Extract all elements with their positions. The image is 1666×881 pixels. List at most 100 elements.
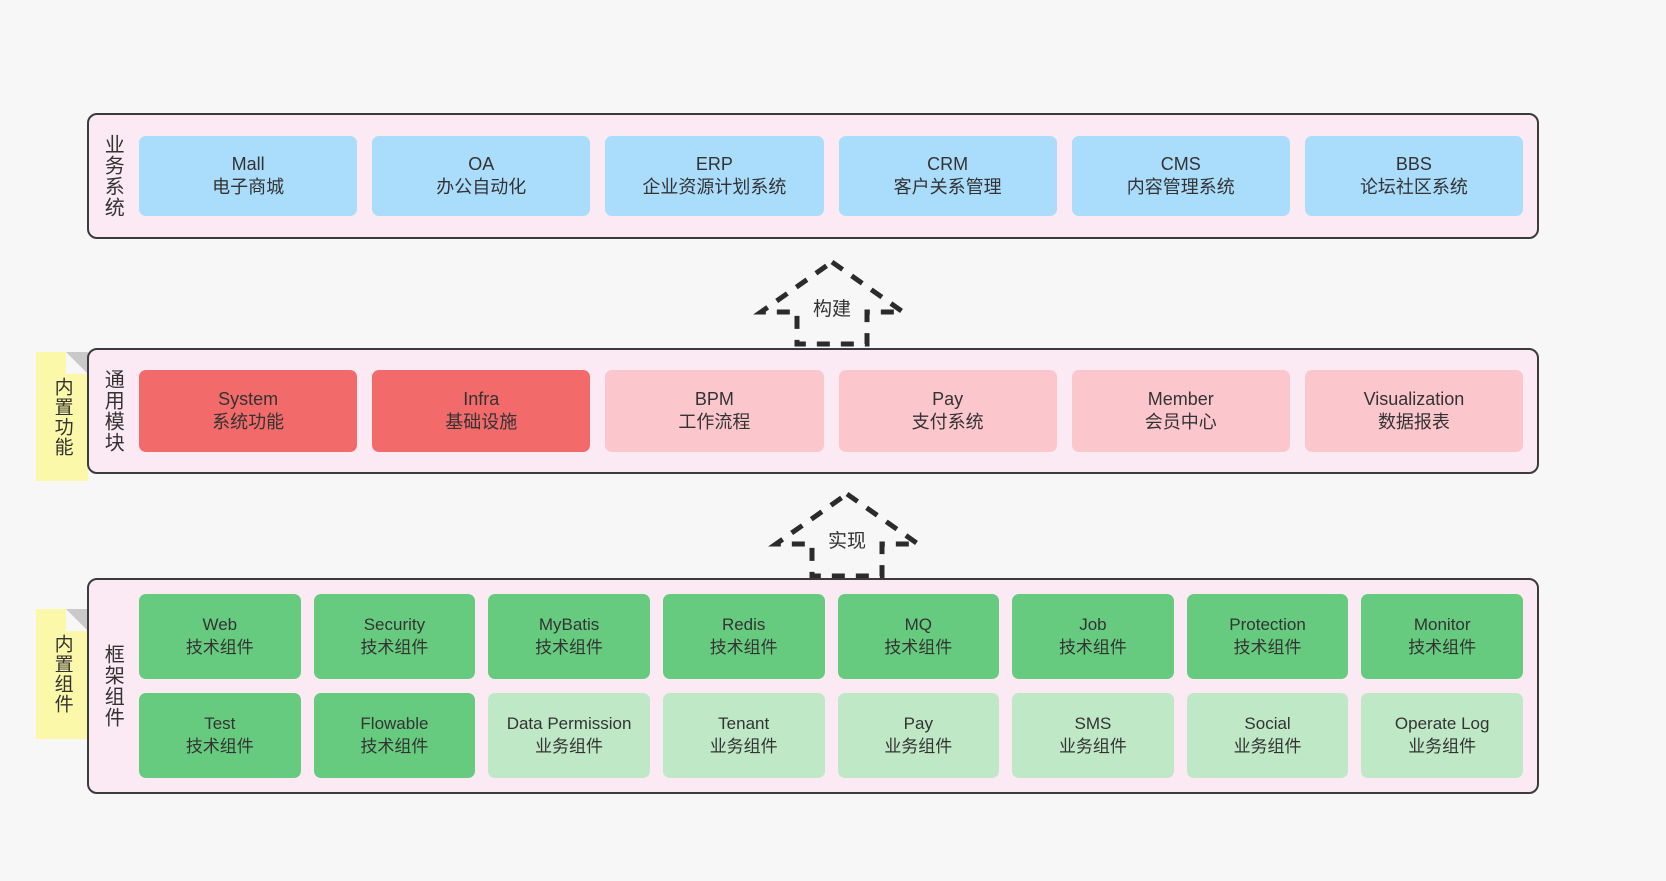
business-box-erp[interactable]: ERP 企业资源计划系统 (605, 136, 824, 216)
business-box-cms[interactable]: CMS 内容管理系统 (1071, 136, 1290, 216)
module-box-bpm-subtitle: 工作流程 (678, 412, 751, 432)
module-box-visualization[interactable]: Visualization 数据报表 (1304, 370, 1524, 452)
framework-box-data-permission-title: Data Permission (506, 714, 632, 734)
framework-box-redis-subtitle: 技术组件 (709, 637, 778, 657)
business-box-oa-subtitle: 办公自动化 (436, 177, 527, 197)
framework-box-web-title: Web (202, 615, 238, 635)
framework-box-tenant-title: Tenant (718, 714, 770, 734)
framework-box-operate-log-title: Operate Log (1394, 714, 1490, 734)
module-box-member[interactable]: Member 会员中心 (1071, 370, 1290, 452)
module-box-pay-subtitle: 支付系统 (911, 412, 984, 432)
framework-box-mq-title: MQ (904, 615, 932, 635)
arrow-build: 构建 (753, 258, 911, 347)
business-box-crm[interactable]: CRM 客户关系管理 (838, 136, 1057, 216)
business-box-mall-subtitle: 电子商城 (212, 177, 285, 197)
business-box-cms-subtitle: 内容管理系统 (1126, 177, 1235, 197)
framework-box-job-subtitle: 技术组件 (1058, 637, 1127, 657)
business-box-crm-subtitle: 客户关系管理 (893, 177, 1002, 197)
business-box-mall[interactable]: Mall 电子商城 (139, 136, 358, 216)
framework-box-test-title: Test (204, 714, 236, 734)
framework-box-sms-subtitle: 业务组件 (1058, 736, 1127, 756)
framework-box-security-subtitle: 技术组件 (360, 637, 429, 657)
framework-box-tenant-subtitle: 业务组件 (709, 736, 778, 756)
module-box-system[interactable]: System 系统功能 (139, 370, 358, 452)
sticky-note-builtin-features: 内置功能 (36, 352, 88, 481)
module-box-pay[interactable]: Pay 支付系统 (838, 370, 1057, 452)
module-box-bpm-title: BPM (694, 388, 734, 409)
framework-box-security-title: Security (363, 615, 426, 635)
framework-box-protection-title: Protection (1229, 615, 1306, 635)
layer-body-business-systems: Mall 电子商城 OA 办公自动化 ERP 企业资源计划系统 CRM 客户关系管理 CMS 内容… (135, 115, 1537, 237)
framework-box-redis-title: Redis (721, 615, 766, 635)
framework-box-mq-subtitle: 技术组件 (884, 637, 953, 657)
framework-box-protection-subtitle: 技术组件 (1233, 637, 1302, 657)
framework-box-pay-title: Pay (903, 714, 933, 734)
layer-body-common-modules: System 系统功能 Infra 基础设施 BPM 工作流程 Pay 支付系统 Member 会… (135, 350, 1537, 472)
framework-box-monitor-title: Monitor (1413, 615, 1471, 635)
framework-box-operate-log-subtitle: 业务组件 (1408, 736, 1477, 756)
framework-box-data-permission-subtitle: 业务组件 (535, 736, 604, 756)
business-system-box-list: Mall 电子商城 OA 办公自动化 ERP 企业资源计划系统 CRM 客户关系管理 CMS 内容… (139, 136, 1524, 216)
sticky-note-builtin-components-label: 内置组件 (51, 634, 73, 714)
framework-box-flowable-title: Flowable (360, 714, 429, 734)
framework-box-monitor-subtitle: 技术组件 (1408, 637, 1477, 657)
business-box-mall-title: Mall (231, 153, 265, 174)
module-box-visualization-subtitle: 数据报表 (1377, 412, 1450, 432)
business-box-cms-title: CMS (1160, 153, 1201, 174)
business-box-bbs-subtitle: 论坛社区系统 (1359, 177, 1468, 197)
business-box-bbs[interactable]: BBS 论坛社区系统 (1304, 136, 1524, 216)
business-box-crm-title: CRM (927, 153, 969, 174)
framework-box-web-subtitle: 技术组件 (185, 637, 254, 657)
framework-box-flowable-subtitle: 技术组件 (360, 736, 429, 756)
sticky-note-builtin-components: 内置组件 (36, 609, 88, 739)
framework-box-pay-subtitle: 业务组件 (884, 736, 953, 756)
business-box-erp-subtitle: 企业资源计划系统 (642, 177, 787, 197)
framework-box-mybatis-title: MyBatis (538, 615, 600, 635)
business-box-oa[interactable]: OA 办公自动化 (372, 136, 591, 216)
business-box-erp-title: ERP (695, 153, 733, 174)
module-box-bpm[interactable]: BPM 工作流程 (605, 370, 824, 452)
framework-box-social-subtitle: 业务组件 (1233, 736, 1302, 756)
layer-business-systems: 业务系统 Mall 电子商城 OA 办公自动化 ERP 企业资源计划系统 CRM 客户关系管理… (87, 113, 1539, 239)
module-box-system-title: System (218, 388, 279, 409)
framework-box-social-title: Social (1244, 714, 1291, 734)
layer-label-business-systems: 业务系统 (101, 134, 124, 218)
module-box-infra-title: Infra (463, 388, 500, 409)
framework-box-test-subtitle: 技术组件 (185, 736, 254, 756)
business-box-oa-title: OA (468, 153, 495, 174)
module-box-infra[interactable]: Infra 基础设施 (372, 370, 591, 452)
arrow-implement: 实现 (768, 490, 926, 579)
business-box-bbs-title: BBS (1395, 153, 1432, 174)
module-box-pay-title: Pay (932, 388, 964, 409)
module-box-visualization-title: Visualization (1363, 388, 1465, 409)
layer-label-framework-components: 框架组件 (101, 644, 124, 728)
sticky-note-builtin-features-label: 内置功能 (51, 376, 73, 457)
module-box-infra-subtitle: 基础设施 (445, 412, 518, 432)
module-box-member-subtitle: 会员中心 (1144, 412, 1217, 432)
module-box-member-title: Member (1147, 388, 1214, 409)
module-box-system-subtitle: 系统功能 (212, 412, 285, 432)
